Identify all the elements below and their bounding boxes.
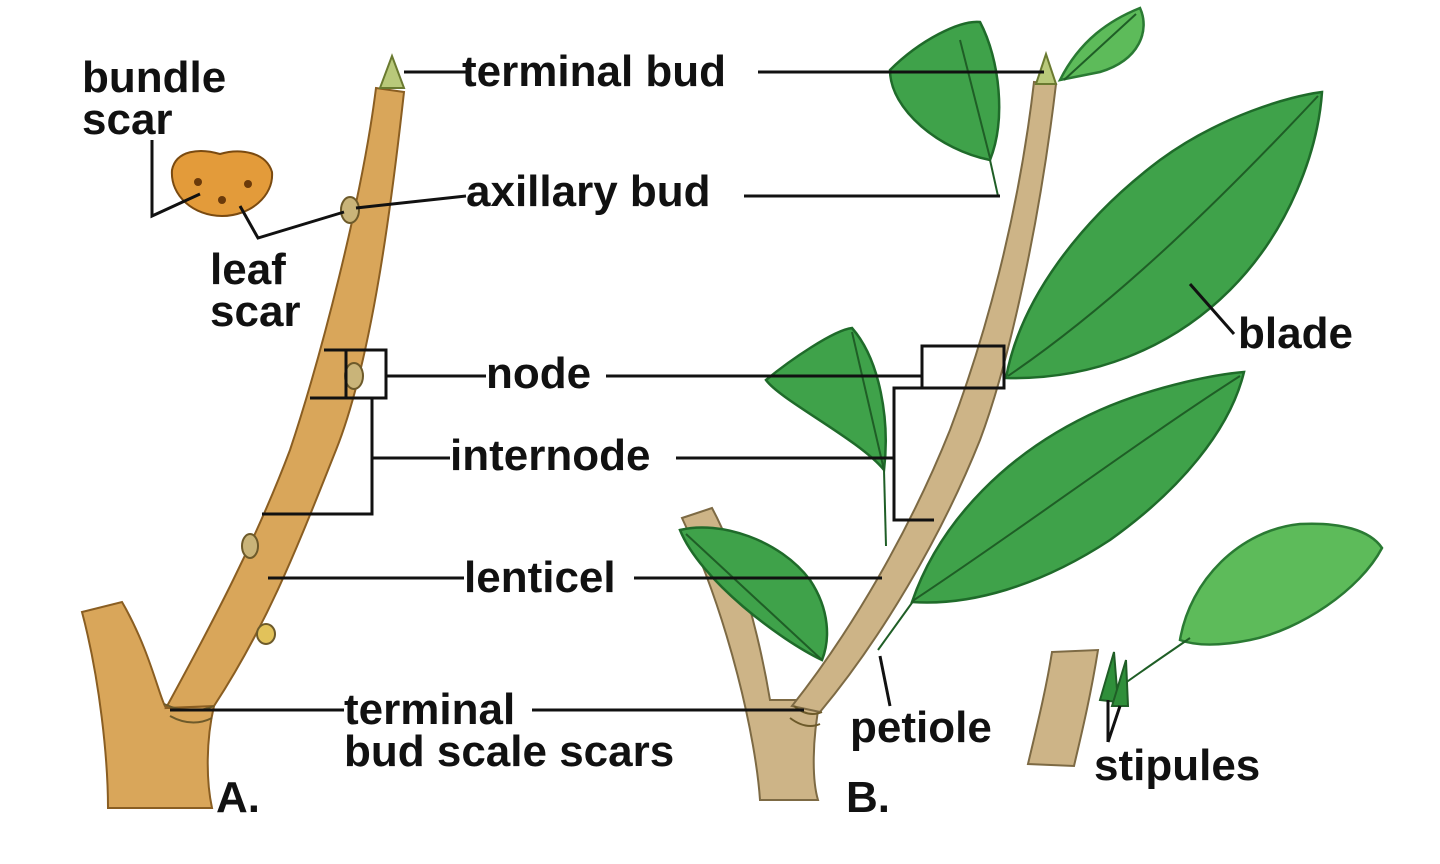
leaf bbox=[888, 20, 1001, 162]
label-bundle-scar-line2: scar bbox=[82, 95, 173, 144]
label-panel-b: B. bbox=[846, 773, 890, 822]
label-internode: internode bbox=[450, 431, 650, 480]
bundle-scar-leader bbox=[150, 140, 201, 219]
twig-a-axillary-bud bbox=[340, 196, 360, 224]
leaf-scar-leader bbox=[238, 205, 345, 240]
node-band-a bbox=[310, 348, 346, 400]
label-leaf-scar-line1: leaf bbox=[210, 245, 286, 294]
leaf-petiole bbox=[883, 469, 887, 547]
leaf-vein bbox=[959, 39, 991, 159]
bundle-scar-dot bbox=[194, 178, 202, 186]
bundle-scar-dot bbox=[244, 180, 252, 188]
petiole-stalk bbox=[877, 599, 915, 651]
leaf-vein bbox=[851, 331, 885, 471]
node-bracket-a bbox=[344, 348, 388, 400]
internode-bracket-b bbox=[892, 386, 934, 522]
bundle-scar-dot bbox=[218, 196, 226, 204]
node-bracket-b bbox=[920, 344, 1006, 390]
blade-leaf bbox=[1004, 90, 1324, 380]
twig-a bbox=[80, 53, 406, 809]
leaf-vein bbox=[913, 375, 1241, 601]
label-bud-scale-scars-line1: terminal bbox=[344, 685, 515, 734]
blade-leader bbox=[1188, 283, 1236, 335]
twig-a-base-wood bbox=[80, 600, 216, 809]
labels: bundle scar leaf scar terminal bud axill… bbox=[82, 47, 1353, 822]
leaf-vein bbox=[685, 533, 823, 661]
twig-a-lower-bud bbox=[256, 623, 276, 645]
label-axillary-bud: axillary bud bbox=[466, 167, 711, 216]
leaf bbox=[764, 326, 887, 474]
label-panel-a: A. bbox=[216, 773, 260, 822]
axillary-bud-leader-a bbox=[355, 194, 467, 210]
leaf bbox=[678, 526, 829, 662]
label-leaf-scar-line2: scar bbox=[210, 287, 301, 336]
leaf-scar-inset bbox=[170, 150, 274, 218]
label-node: node bbox=[486, 349, 591, 398]
label-stipules: stipules bbox=[1094, 741, 1260, 790]
leaf-vein bbox=[1063, 13, 1137, 81]
twig-b bbox=[678, 6, 1384, 801]
twig-a-lower-bud bbox=[241, 533, 259, 559]
label-bud-scale-scars-line2: bud scale scars bbox=[344, 727, 674, 776]
leaf-vein bbox=[1007, 95, 1319, 377]
internode-bracket-a bbox=[262, 398, 374, 516]
stipules-leader bbox=[1106, 700, 1122, 743]
twig-a-node-bud bbox=[344, 362, 364, 390]
petiole-leader bbox=[878, 655, 892, 707]
twig-b-bud-scale-scars bbox=[789, 717, 821, 727]
twig-a-terminal-bud bbox=[378, 53, 406, 89]
label-petiole: petiole bbox=[850, 703, 992, 752]
leader-lines bbox=[150, 70, 1236, 743]
stipules-inset-stem bbox=[1026, 648, 1100, 768]
label-lenticel: lenticel bbox=[464, 553, 616, 602]
twig-b-bud-scale-scars bbox=[793, 705, 823, 715]
leaf-petiole bbox=[989, 159, 999, 197]
label-bundle-scar-line1: bundle bbox=[82, 53, 226, 102]
label-terminal-bud: terminal bud bbox=[462, 47, 726, 96]
twig-b-terminal-bud bbox=[1034, 50, 1058, 85]
stipules-inset-leaf bbox=[1178, 522, 1384, 646]
twig-a-bud-scale-scars bbox=[169, 715, 213, 724]
label-blade: blade bbox=[1238, 309, 1353, 358]
